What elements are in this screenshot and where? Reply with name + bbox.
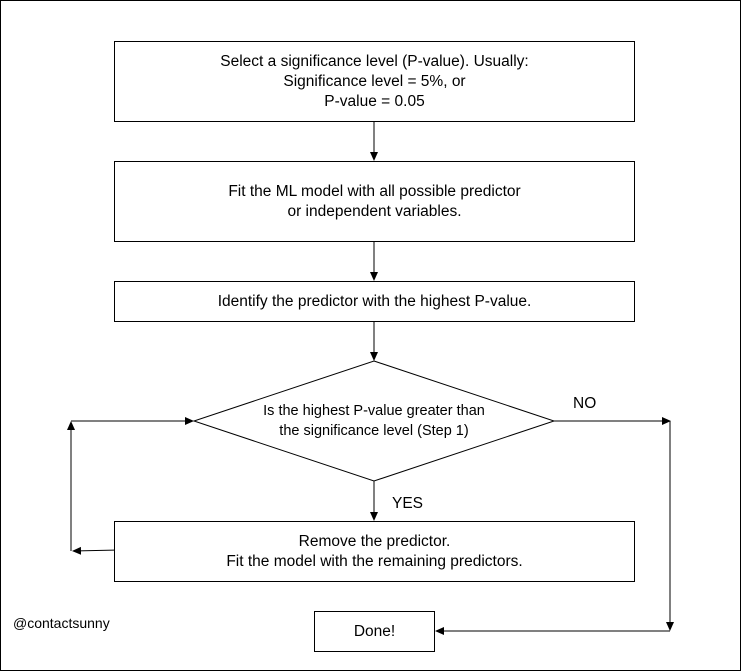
step-select-significance-line3: P-value = 0.05 [324,92,425,110]
step-remove-predictor-line2: Fit the model with the remaining predict… [226,552,523,570]
step-remove-predictor-line1: Remove the predictor. [298,532,451,550]
step-done: Done! [314,611,435,652]
step-select-significance-line2: Significance level = 5%, or [283,72,466,90]
decision-text-line2: the significance level (Step 1) [279,423,469,439]
edge-label-yes: YES [392,495,424,512]
step-identify-predictor: Identify the predictor with the highest … [114,281,635,322]
arrow-loop-left [72,546,120,555]
step-fit-model-line1: Fit the ML model with all possible predi… [228,182,521,200]
step-select-significance: Select a significance level (P-value). U… [114,41,635,122]
step-done-label: Done! [353,622,396,640]
step-select-significance-line1: Select a significance level (P-value). U… [220,52,529,70]
author-watermark: @contactsunny [13,615,110,631]
decision-text: Is the highest P-value greater than the … [234,396,514,446]
step-identify-predictor-line1: Identify the predictor with the highest … [217,292,532,310]
step-remove-predictor: Remove the predictor. Fit the model with… [114,521,635,582]
step-fit-model-line2: or independent variables. [287,202,462,220]
decision-text-line1: Is the highest P-value greater than [263,403,485,419]
edge-label-no: NO [573,395,597,412]
step-fit-model: Fit the ML model with all possible predi… [114,161,635,242]
